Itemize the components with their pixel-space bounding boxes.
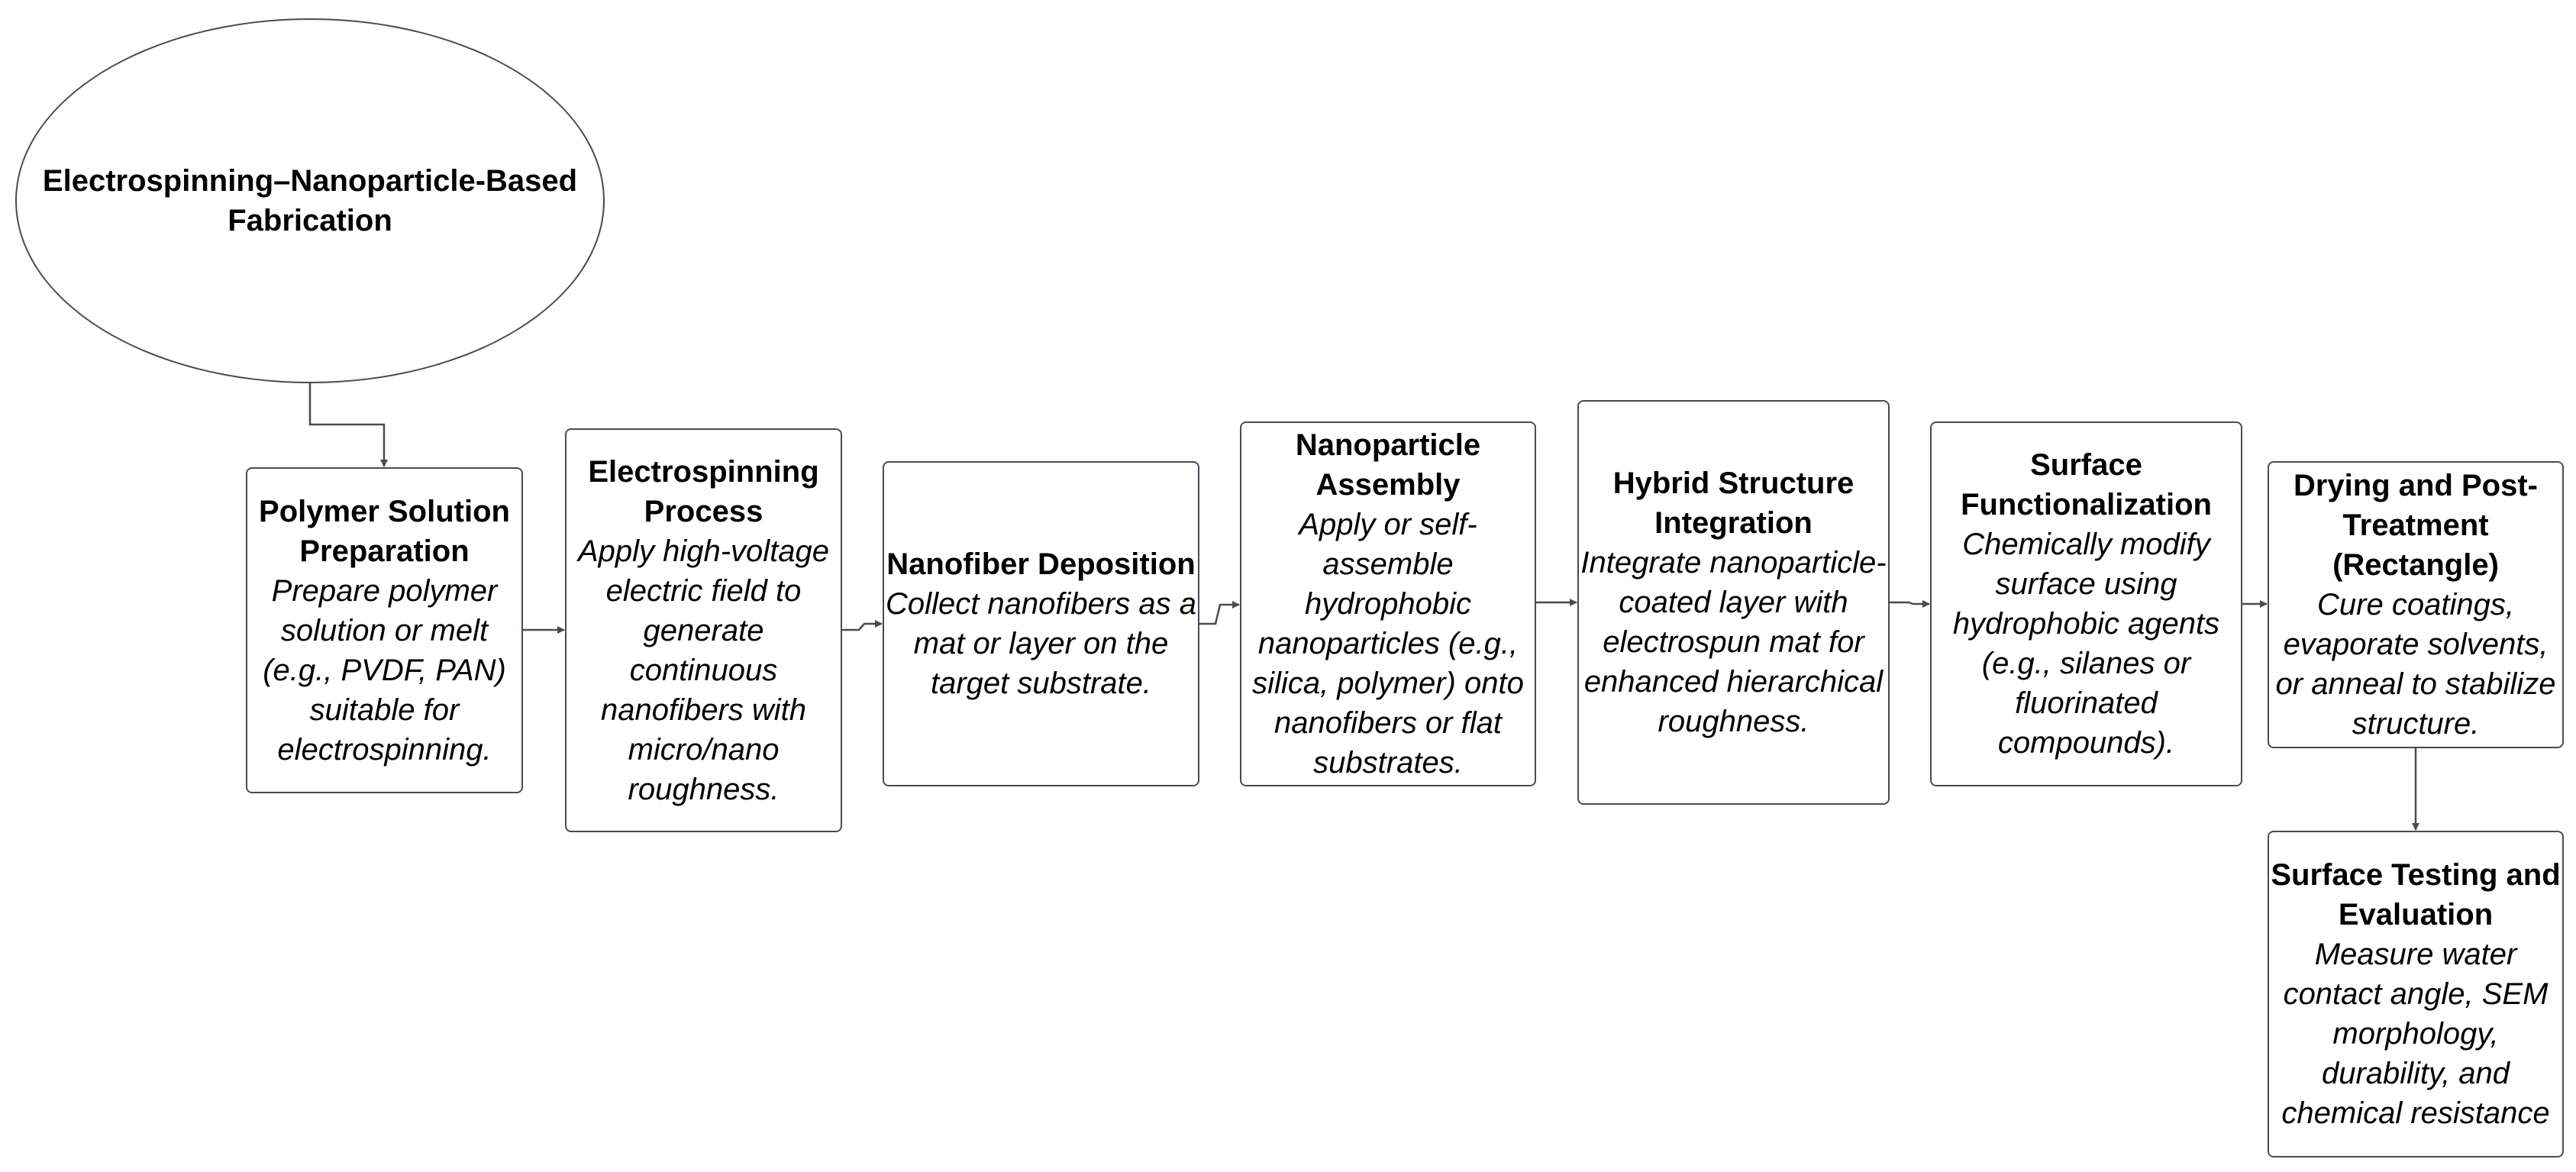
step-description: Apply or self-assemble hydrophobic nanop… — [1252, 508, 1524, 780]
step-title: Electrospinning Process — [588, 454, 819, 528]
step-description: Chemically modify surface using hydropho… — [1952, 528, 2220, 760]
step-title: Nanoparticle Assembly — [1295, 428, 1481, 502]
step-description: Cure coatings, evaporate solvents, or an… — [2275, 588, 2556, 741]
diagram-title: Electrospinning–Nanoparticle-Based Fabri… — [42, 164, 578, 237]
step-title: Surface Testing and Evaluation — [2271, 858, 2561, 931]
step-description: Measure water contact angle, SEM morphol… — [2281, 938, 2550, 1130]
step-description: Apply high-voltage electric field to gen… — [577, 534, 830, 806]
step-description: Collect nanofibers as a mat or layer on … — [886, 587, 1196, 700]
step-title: Polymer Solution Preparation — [259, 494, 510, 568]
step-title: Drying and Post-Treatment (Rectangle) — [2293, 469, 2539, 582]
step-title: Nanofiber Deposition — [886, 547, 1196, 581]
step-polymer-solution-preparation: Polymer Solution Preparation Prepare pol… — [246, 467, 523, 793]
connector-deposition-to-nanoparticle — [1199, 601, 1240, 625]
step-description: Integrate nanoparticle-coated layer with… — [1580, 546, 1887, 738]
step-hybrid-structure-integration: Hybrid Structure Integration Integrate n… — [1577, 400, 1890, 805]
step-surface-testing-and-evaluation: Surface Testing and Evaluation Measure w… — [2268, 831, 2564, 1157]
connector-electrospinning-to-deposition — [842, 620, 883, 631]
step-electrospinning-process: Electrospinning Process Apply high-volta… — [565, 428, 842, 832]
connector-title-to-polymer — [308, 383, 388, 467]
step-drying-and-post-treatment: Drying and Post-Treatment (Rectangle) Cu… — [2268, 461, 2564, 748]
connector-hybrid-to-surface — [1890, 600, 1930, 608]
step-title: Hybrid Structure Integration — [1612, 467, 1855, 540]
step-title: Surface Functionalization — [1961, 448, 2212, 521]
step-nanoparticle-assembly: Nanoparticle Assembly Apply or self-asse… — [1240, 421, 1536, 786]
step-surface-functionalization: Surface Functionalization Chemically mod… — [1930, 421, 2242, 786]
step-description: Prepare polymer solution or melt (e.g., … — [263, 573, 506, 767]
step-nanofiber-deposition: Nanofiber Deposition Collect nanofibers … — [883, 461, 1199, 786]
title-ellipse: Electrospinning–Nanoparticle-Based Fabri… — [15, 18, 605, 383]
